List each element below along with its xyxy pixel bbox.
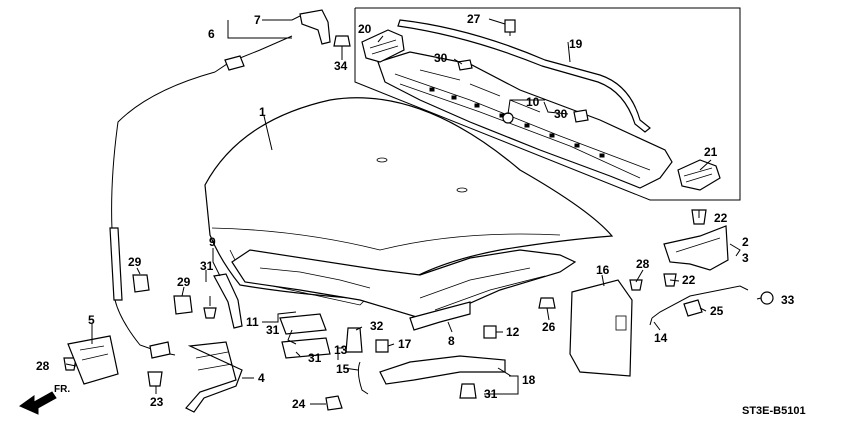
- callout-31-upper: 31: [266, 323, 280, 337]
- callout-24: 24: [292, 397, 306, 411]
- callout-22-lower: 22: [682, 273, 696, 287]
- callout-15: 15: [336, 362, 350, 376]
- callout-6: 6: [208, 27, 215, 41]
- diagram-code: ST3E-B5101: [742, 405, 806, 417]
- callout-12: 12: [506, 325, 520, 339]
- callout-22-upper: 22: [714, 211, 728, 225]
- direction-label: FR.: [54, 384, 70, 395]
- callout-34: 34: [334, 59, 348, 73]
- callout-1: 1: [259, 105, 266, 119]
- callout-10: 10: [526, 95, 540, 109]
- callout-32: 32: [370, 319, 384, 333]
- callout-30-upper: 30: [434, 51, 448, 65]
- callout-16: 16: [596, 263, 610, 277]
- callout-23: 23: [150, 395, 164, 409]
- callout-33: 33: [781, 293, 795, 307]
- callout-7: 7: [254, 13, 261, 27]
- leader-lines: [65, 15, 762, 405]
- callout-26: 26: [542, 320, 556, 334]
- callout-18: 18: [522, 373, 536, 387]
- callout-21: 21: [704, 145, 718, 159]
- callout-8: 8: [448, 334, 455, 348]
- callout-28-right: 28: [636, 257, 650, 271]
- callout-31-lower: 31: [308, 351, 322, 365]
- callout-11: 11: [246, 315, 259, 329]
- callout-13: 13: [334, 343, 348, 357]
- callout-29-right: 29: [177, 275, 191, 289]
- release-cable: [109, 9, 331, 359]
- callout-labels: 1 2 3 4 5 6 7 8 9 10 11 12 13 14 15 16 1…: [36, 12, 795, 411]
- callout-30-lower: 30: [554, 107, 568, 121]
- callout-4: 4: [258, 371, 265, 385]
- callout-19: 19: [569, 37, 583, 51]
- callout-2: 2: [742, 235, 749, 249]
- callout-29-left: 29: [128, 255, 142, 269]
- callout-28-left: 28: [36, 359, 50, 373]
- callout-31-bracket: 31: [200, 259, 214, 273]
- front-direction-arrow-icon: FR.: [18, 384, 70, 415]
- callout-14: 14: [654, 331, 668, 345]
- callout-20: 20: [358, 22, 372, 36]
- callout-17: 17: [398, 337, 412, 351]
- hardware-parts: [63, 35, 774, 413]
- callout-3: 3: [742, 251, 749, 265]
- callout-31-bottom: 31: [484, 387, 498, 401]
- hood-panel: [204, 97, 614, 319]
- callout-9: 9: [209, 235, 216, 249]
- callout-25: 25: [710, 304, 724, 318]
- callout-27: 27: [467, 12, 481, 26]
- cowl-top-assembly: [354, 7, 741, 201]
- callout-5: 5: [88, 313, 95, 327]
